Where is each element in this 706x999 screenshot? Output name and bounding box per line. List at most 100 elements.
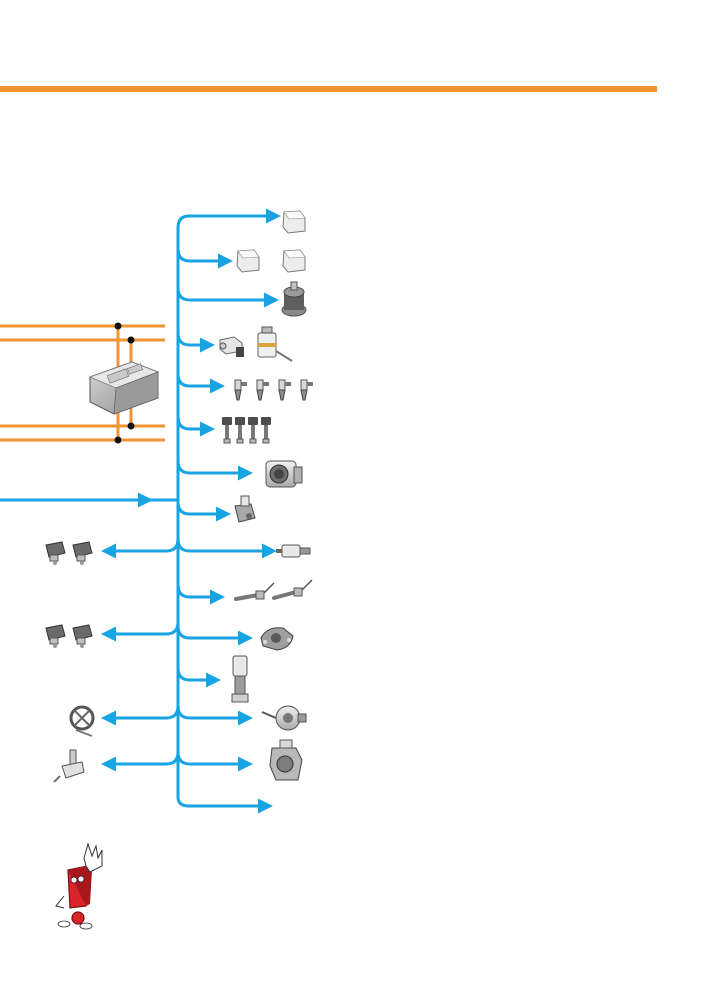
coil-boot bbox=[249, 438, 257, 444]
knock-sensor-body bbox=[45, 624, 66, 641]
knock-sensor-bolt bbox=[80, 561, 84, 565]
temperature-sender-icon bbox=[53, 749, 85, 783]
injector-nozzle bbox=[300, 389, 308, 401]
warning-hand-icon bbox=[55, 842, 103, 930]
output-branch bbox=[176, 248, 233, 269]
bus-node bbox=[127, 336, 135, 344]
bus-node bbox=[114, 322, 122, 330]
fuel-injector-icon bbox=[300, 379, 313, 401]
bus-node bbox=[114, 436, 122, 444]
output-branch bbox=[176, 501, 231, 522]
camshaft-solenoid-icon bbox=[231, 655, 249, 703]
output-branch bbox=[176, 584, 225, 605]
coil-head bbox=[222, 417, 232, 425]
injector-body bbox=[256, 379, 264, 391]
knock-sensor-base bbox=[49, 554, 59, 562]
knock-sensor-icon bbox=[45, 541, 66, 565]
fuel-injector-icon bbox=[256, 379, 269, 401]
ignition-coil-icon bbox=[222, 417, 232, 444]
knock-sensor-bolt bbox=[53, 561, 57, 565]
output-branch bbox=[176, 287, 279, 308]
orange-bus-network bbox=[0, 324, 165, 442]
injector-nozzle bbox=[234, 389, 242, 401]
solenoid-valve-icon bbox=[276, 544, 311, 558]
knock-sensor-base bbox=[76, 554, 86, 562]
injector-nozzle bbox=[256, 389, 264, 401]
output-branch bbox=[176, 460, 253, 481]
wastegate-actuator-icon bbox=[269, 739, 303, 781]
output-branches bbox=[176, 208, 281, 814]
coil-head bbox=[261, 417, 271, 425]
knock-sensor-icon bbox=[72, 624, 93, 648]
injector-connector bbox=[263, 382, 269, 386]
input-branch bbox=[101, 538, 180, 559]
input-branch bbox=[101, 621, 180, 642]
ignition-coil-icon bbox=[248, 417, 258, 444]
injector-body bbox=[234, 379, 242, 391]
output-branch bbox=[176, 625, 253, 646]
signal-trunk bbox=[0, 214, 191, 808]
injector-body bbox=[300, 379, 308, 391]
fuel-injector-group bbox=[234, 379, 313, 401]
knock-sensor-body bbox=[72, 541, 93, 558]
fuel-injector-icon bbox=[234, 379, 247, 401]
lambda-probe-icon bbox=[234, 582, 275, 601]
injector-connector bbox=[285, 382, 291, 386]
coil-head bbox=[235, 417, 245, 425]
knock-sensor-body bbox=[72, 624, 93, 641]
coil-shaft bbox=[264, 425, 268, 439]
injector-connector bbox=[307, 382, 313, 386]
injector-body bbox=[278, 379, 286, 391]
knock-sensor-icon bbox=[45, 624, 66, 648]
flap-valve-icon bbox=[260, 627, 294, 651]
lambda-probe-icon bbox=[272, 579, 313, 600]
knock-sensor-base bbox=[76, 637, 86, 645]
coil-boot bbox=[223, 438, 231, 444]
fuel-pump-and-sender-icon bbox=[257, 326, 293, 362]
coil-head bbox=[248, 417, 258, 425]
input-branch bbox=[101, 705, 180, 726]
output-branch bbox=[176, 373, 225, 394]
ignition-coil-icon bbox=[235, 417, 245, 444]
control-unit-icon bbox=[88, 361, 160, 415]
output-branch bbox=[176, 416, 215, 437]
output-branch bbox=[176, 705, 253, 726]
fuel-pump-and-sender-icon bbox=[219, 336, 244, 357]
coil-shaft bbox=[251, 425, 255, 439]
header-orange-rule bbox=[0, 86, 657, 92]
injector-connector bbox=[241, 382, 247, 386]
output-branch bbox=[176, 538, 277, 559]
output-branch bbox=[176, 667, 221, 688]
sender-wheel-icon bbox=[69, 705, 95, 737]
knock-sensor-base bbox=[49, 637, 59, 645]
knock-sensor-icon bbox=[72, 541, 93, 565]
coil-shaft bbox=[238, 425, 242, 439]
output-components bbox=[219, 210, 313, 781]
fuel-injector-icon bbox=[278, 379, 291, 401]
input-branches bbox=[101, 538, 180, 772]
relay-icon bbox=[282, 249, 306, 273]
coil-boot bbox=[262, 438, 270, 444]
trunk-vertical bbox=[176, 214, 191, 808]
output-branch bbox=[176, 332, 215, 353]
bus-node bbox=[127, 422, 135, 430]
electric-pump-icon bbox=[261, 705, 307, 731]
injector-nozzle bbox=[278, 389, 286, 401]
throttle-body-icon bbox=[265, 460, 303, 488]
knock-sensor-bolt bbox=[53, 644, 57, 648]
relay-icon bbox=[236, 249, 260, 273]
coil-shaft bbox=[225, 425, 229, 439]
ignition-coil-group bbox=[222, 417, 271, 444]
ignition-coil-icon bbox=[261, 417, 271, 444]
relay-icon bbox=[282, 210, 306, 234]
fuel-pump-module-icon bbox=[281, 281, 307, 317]
input-branch bbox=[101, 751, 180, 772]
knock-sensor-bolt bbox=[80, 644, 84, 648]
output-branch bbox=[176, 751, 253, 772]
coil-boot bbox=[236, 438, 244, 444]
bus-nodes bbox=[114, 322, 135, 444]
knock-sensor-body bbox=[45, 541, 66, 558]
valve-actuator-icon bbox=[234, 495, 256, 523]
